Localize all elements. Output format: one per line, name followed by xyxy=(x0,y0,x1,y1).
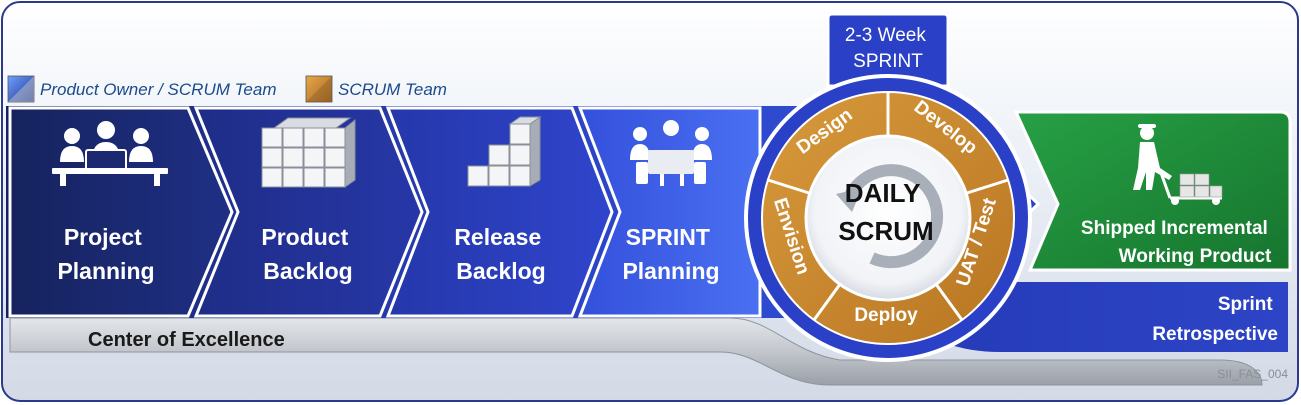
sprint-retrospective-line-1: Sprint xyxy=(1218,294,1274,315)
staircase-boxes-icon xyxy=(467,116,542,187)
daily-scrum-label: DAILY SCRUM xyxy=(838,178,933,246)
shipped-product-line-1: Shipped Incremental xyxy=(1081,218,1268,239)
cycle-arrowhead-icon xyxy=(836,188,862,212)
project-planning-label: Project Planning xyxy=(57,224,154,284)
sprint-tab-line-1: 2-3 Week xyxy=(845,25,926,46)
release-backlog-line-2: Backlog xyxy=(456,258,545,284)
center-of-excellence-bar xyxy=(9,317,1263,386)
stage-project-planning: Project Planning xyxy=(8,106,234,318)
legend-scrum-team-swatch xyxy=(305,75,333,103)
legend: Product Owner / SCRUM Team SCRUM Team xyxy=(7,75,447,103)
sprint-tab-label: 2-3 Week SPRINT xyxy=(845,25,931,72)
team-meeting-icon xyxy=(52,121,168,186)
sprint-planning-line-1: SPRINT xyxy=(626,224,710,250)
shipped-product-label: Shipped Incremental Working Product xyxy=(1081,218,1273,267)
legend-owner-team-label: Product Owner / SCRUM Team xyxy=(40,80,277,99)
product-backlog-label: Product Backlog xyxy=(261,224,354,284)
shipped-product-line-2: Working Product xyxy=(1119,246,1272,267)
sprint-tab-line-2: SPRINT xyxy=(853,51,923,72)
sprint-planning-label: SPRINT Planning xyxy=(622,224,719,284)
legend-scrum-team-label: SCRUM Team xyxy=(338,80,447,99)
project-planning-line-2: Planning xyxy=(57,258,154,284)
figure-id-label: SII_FAS_004 xyxy=(1217,367,1288,381)
product-backlog-line-1: Product xyxy=(261,224,348,250)
daily-scrum-line-1: DAILY xyxy=(845,178,920,208)
shipped-product-box xyxy=(1013,110,1292,272)
center-of-excellence-label: Center of Excellence xyxy=(88,329,285,351)
release-backlog-label: Release Backlog xyxy=(454,224,547,284)
project-planning-line-1: Project xyxy=(64,224,142,250)
sprint-retrospective-line-2: Retrospective xyxy=(1152,324,1278,345)
worker-with-dolly-icon xyxy=(1133,124,1223,205)
sprint-planning-line-2: Planning xyxy=(622,258,719,284)
sprint-cycle: DAILY SCRUM Design Develop UAT / Test De… xyxy=(744,74,1032,362)
product-backlog-line-2: Backlog xyxy=(263,258,352,284)
legend-owner-team-swatch xyxy=(7,75,35,103)
sprint-tab: 2-3 Week SPRINT xyxy=(826,12,950,88)
stage-release-backlog: Release Backlog xyxy=(385,106,614,318)
release-backlog-line-1: Release xyxy=(454,224,541,250)
sprint-retrospective-label: Sprint Retrospective xyxy=(1152,294,1278,345)
daily-scrum-line-2: SCRUM xyxy=(838,216,933,246)
planning-table-icon xyxy=(630,120,712,186)
stage-product-backlog: Product Backlog xyxy=(193,106,424,318)
daily-scrum-disc xyxy=(804,134,972,302)
stage-sprint-planning: SPRINT Planning xyxy=(577,106,762,318)
stacked-boxes-icon xyxy=(261,117,356,188)
cycle-arrow-icon xyxy=(842,164,944,269)
segment-deploy-label: Deploy xyxy=(854,305,918,326)
